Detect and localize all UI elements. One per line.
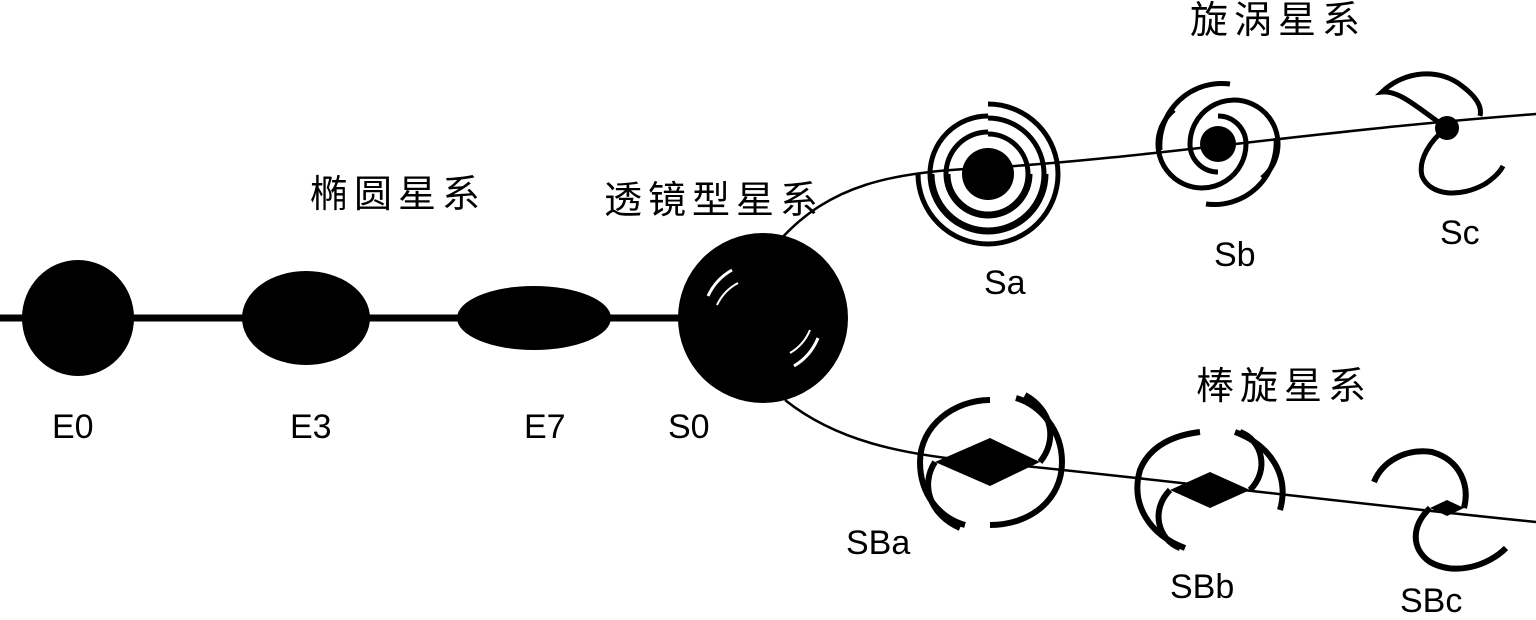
galaxy-s0-shape	[678, 233, 848, 403]
class-label-sc: Sc	[1440, 214, 1480, 252]
class-label-s0: S0	[668, 408, 710, 446]
class-label-sba: SBa	[846, 524, 911, 562]
barred-spiral-branch-line	[784, 399, 1536, 524]
galaxy-e7-shape	[457, 286, 611, 350]
class-label-sbb: SBb	[1170, 568, 1235, 606]
barred-spiral-group-label: 棒旋星系	[1196, 364, 1373, 408]
lenticular-group-label: 透镜型星系	[604, 178, 825, 222]
spiral-group-label: 旋涡星系	[1190, 0, 1367, 42]
elliptical-group-label: 椭圆星系	[310, 172, 487, 216]
class-label-sb: Sb	[1214, 236, 1256, 274]
galaxy-sa-shape	[915, 101, 1061, 247]
galaxy-e0-shape	[22, 260, 134, 376]
class-label-sbc: SBc	[1400, 582, 1463, 620]
class-label-e7: E7	[524, 408, 566, 446]
spiral-branch-line	[779, 112, 1536, 241]
class-label-e3: E3	[290, 408, 332, 446]
class-label-e0: E0	[52, 408, 94, 446]
class-label-sa: Sa	[984, 264, 1026, 302]
galaxy-e3-shape	[242, 271, 370, 365]
galaxy-sb-shape	[1155, 80, 1281, 208]
galaxy-sc-shape	[1374, 71, 1506, 196]
galaxy-sba-shape	[916, 392, 1066, 531]
galaxy-sbb-shape	[1134, 429, 1286, 551]
galaxy-sbc-shape	[1371, 448, 1509, 572]
